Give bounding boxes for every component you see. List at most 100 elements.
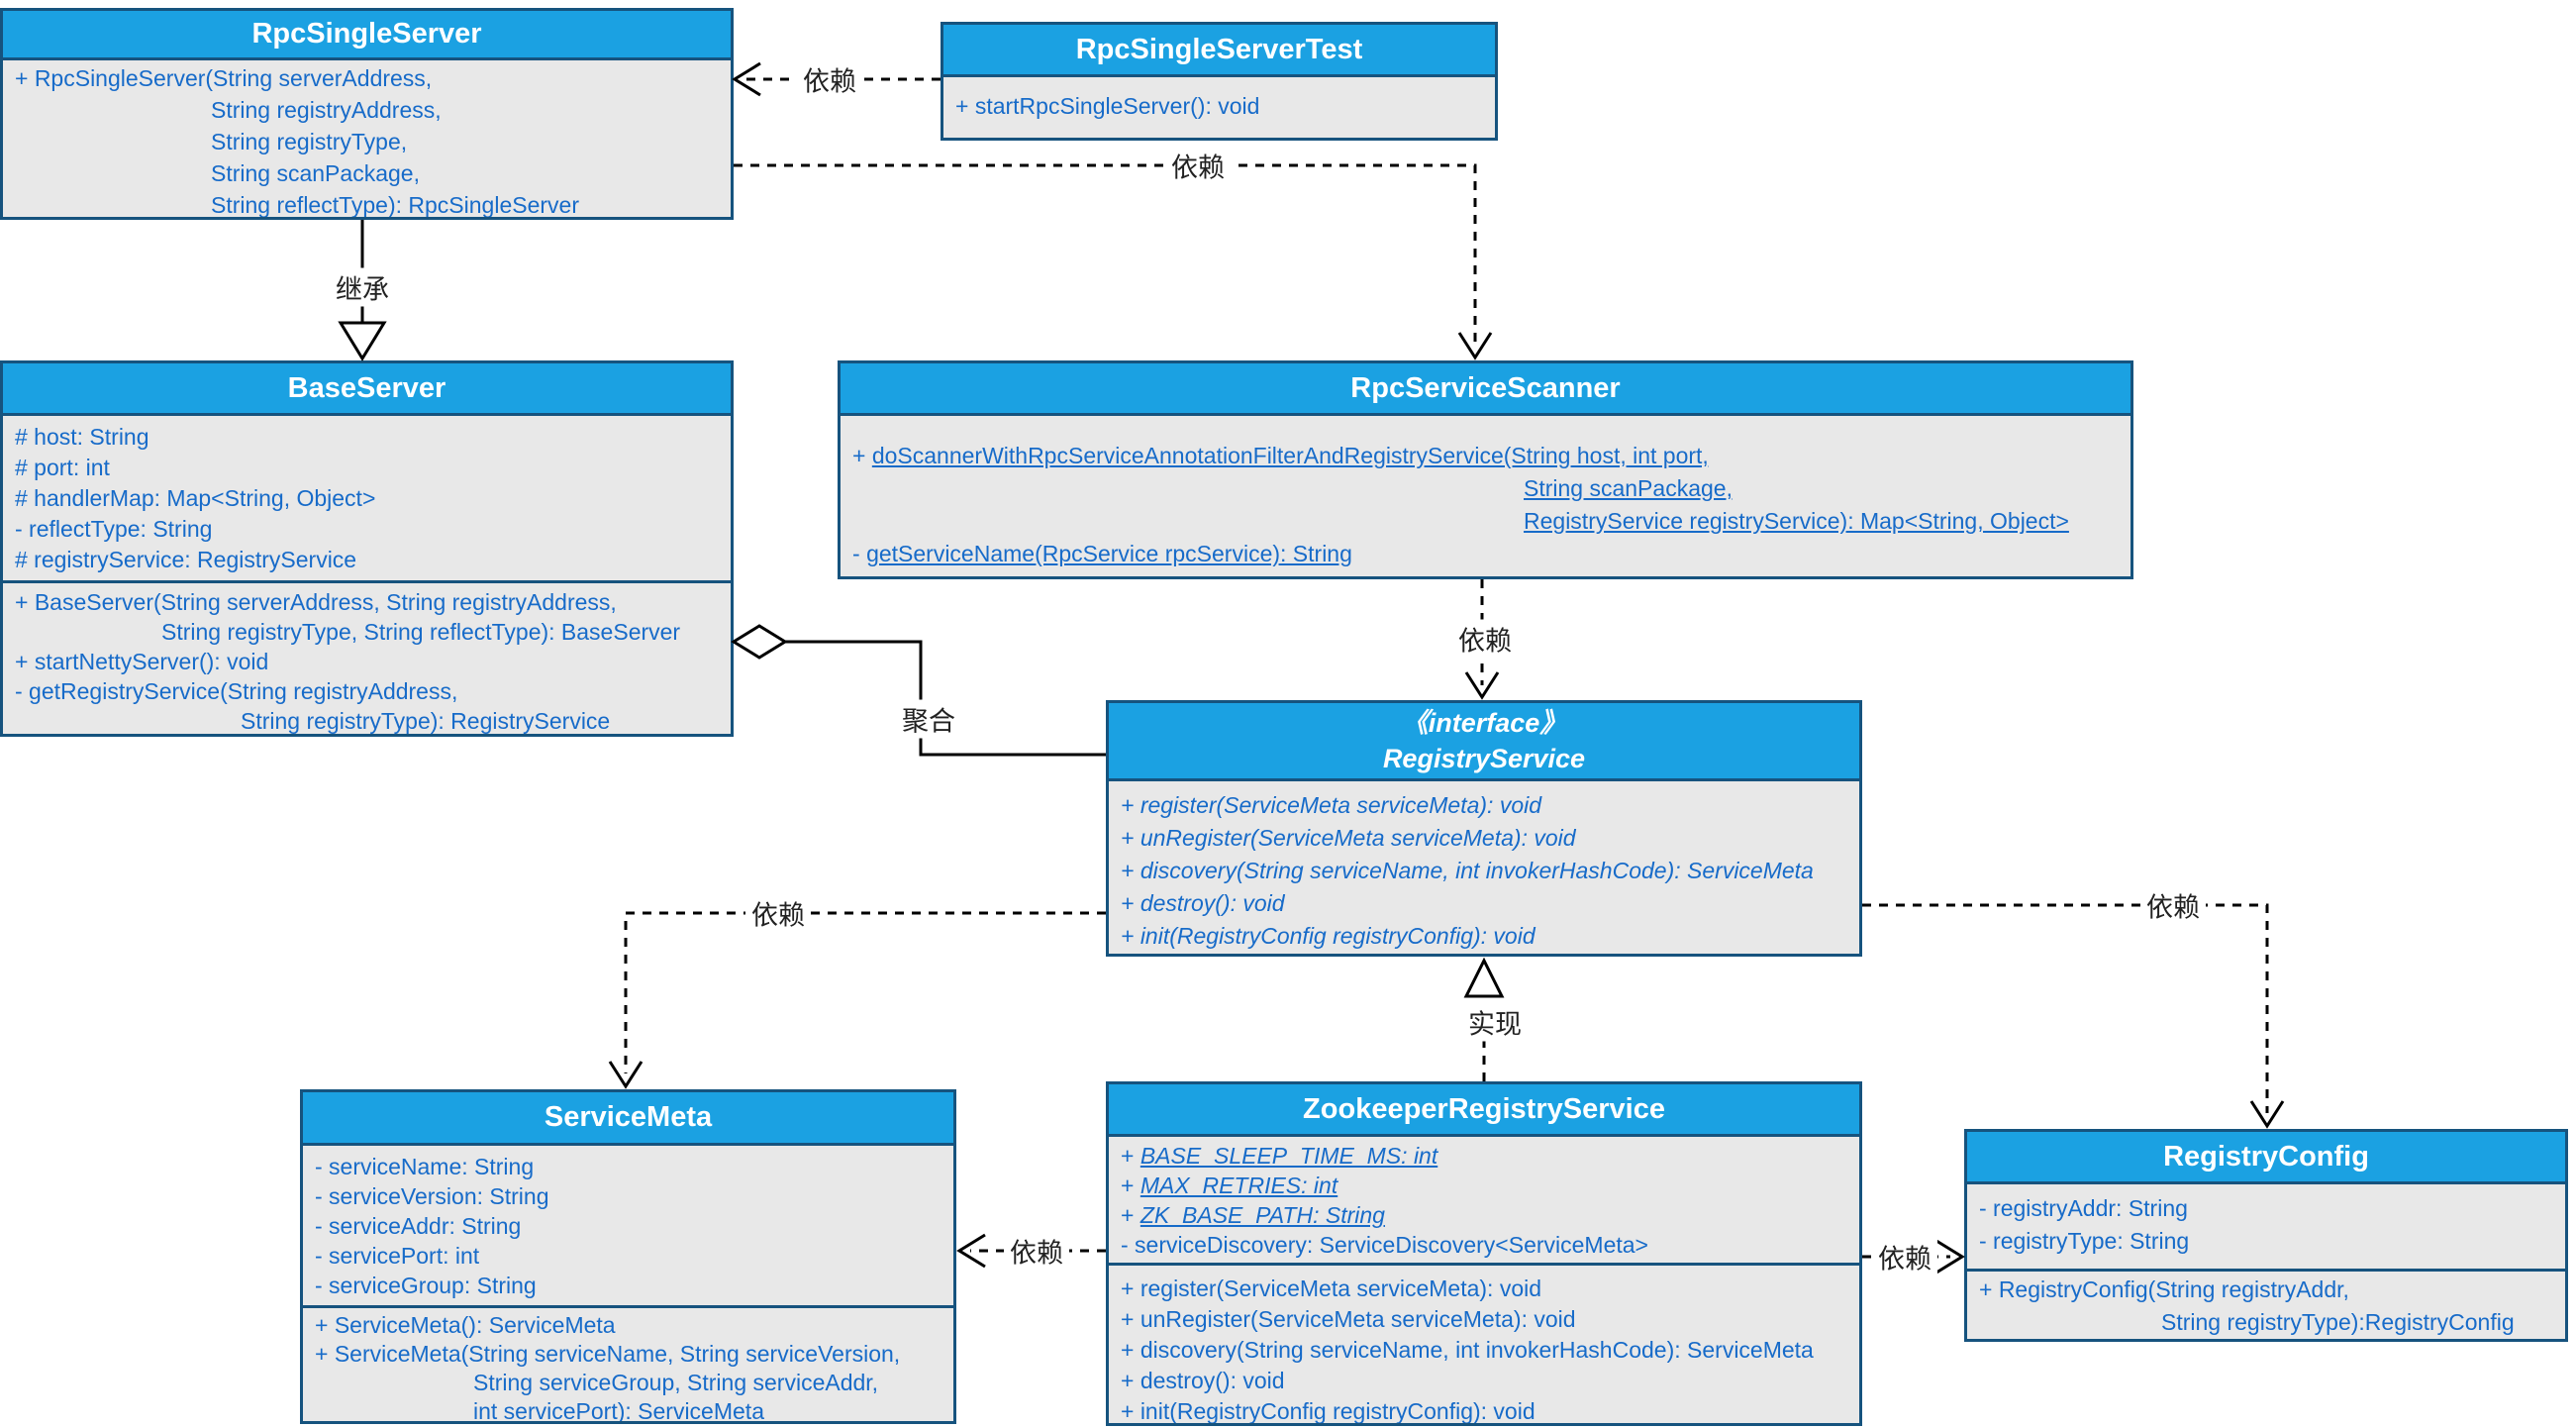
method-row: String registryType):RegistryConfig: [2161, 1309, 2515, 1335]
field-row: - registryType: String: [1979, 1228, 2190, 1254]
fields-section: # host: String # port: int # handlerMap:…: [3, 416, 731, 580]
methods-section: + BaseServer(String serverAddress, Strin…: [3, 580, 731, 734]
relation-label-dependency: 依赖: [2140, 885, 2206, 925]
field-row: # handlerMap: Map<String, Object>: [15, 485, 376, 511]
method-row: String registryAddress,: [211, 97, 442, 123]
class-base-server: BaseServer # host: String # port: int # …: [0, 360, 734, 737]
open-arrow-icon: [2249, 1100, 2285, 1129]
relation-label-dependency: 依赖: [745, 893, 811, 933]
field-row: + MAX_RETRIES: int: [1121, 1173, 1338, 1198]
method-row: + destroy(): void: [1121, 890, 1285, 916]
method-row: + doScannerWithRpcServiceAnnotationFilte…: [852, 443, 1709, 468]
hollow-triangle-icon: [1463, 957, 1505, 998]
method-row: + ServiceMeta(String serviceName, String…: [315, 1341, 901, 1367]
class-service-meta: ServiceMeta - serviceName: String - serv…: [300, 1089, 956, 1424]
field-row: + ZK_BASE_PATH: String: [1121, 1202, 1385, 1228]
methods-section: + doScannerWithRpcServiceAnnotationFilte…: [841, 416, 2130, 576]
method-row: RegistryService registryService): Map<St…: [1524, 508, 2069, 534]
method-row: + ServiceMeta(): ServiceMeta: [315, 1312, 616, 1338]
class-title: RpcSingleServer: [3, 11, 731, 60]
method-row: + destroy(): void: [1121, 1368, 1285, 1393]
interface-stereotype: 《interface》: [1401, 708, 1567, 738]
field-row: # host: String: [15, 424, 149, 450]
field-row: - reflectType: String: [15, 516, 213, 542]
class-title: ServiceMeta: [303, 1092, 953, 1146]
method-row: String scanPackage,: [211, 160, 420, 186]
method-row: - getRegistryService(String registryAddr…: [15, 678, 458, 704]
class-rpc-single-server: RpcSingleServer + RpcSingleServer(String…: [0, 8, 734, 220]
method-row: + startNettyServer(): void: [15, 649, 269, 674]
field-row: - serviceAddr: String: [315, 1213, 522, 1239]
open-arrow-icon: [1457, 332, 1493, 360]
aggregation-baseserver-registryservice: [731, 624, 1106, 757]
relation-label-aggregation: 聚合: [896, 699, 961, 739]
dependency-registryservice-to-servicemeta: [608, 911, 1106, 1089]
method-row: + register(ServiceMeta serviceMeta): voi…: [1121, 792, 1542, 818]
fields-section: - registryAddr: String - registryType: S…: [1967, 1184, 2565, 1269]
open-arrow-icon: [956, 1233, 986, 1269]
method-row: String registryType, String reflectType)…: [161, 619, 681, 645]
methods-section: + RpcSingleServer(String serverAddress, …: [3, 60, 731, 217]
open-arrow-icon: [1935, 1239, 1965, 1275]
class-zookeeper-registry-service: ZookeeperRegistryService + BASE_SLEEP_TI…: [1106, 1081, 1862, 1426]
fields-section: + BASE_SLEEP_TIME_MS: int + MAX_RETRIES:…: [1109, 1137, 1859, 1263]
method-row: int servicePort): ServiceMeta: [473, 1398, 764, 1421]
method-row: String registryType): RegistryService: [241, 708, 611, 734]
field-row: - serviceGroup: String: [315, 1273, 537, 1298]
method-row: + register(ServiceMeta serviceMeta): voi…: [1121, 1275, 1542, 1301]
relation-label-dependency: 依赖: [797, 59, 862, 99]
class-registry-config: RegistryConfig - registryAddr: String - …: [1964, 1129, 2568, 1342]
class-title: 《interface》 RegistryService: [1109, 703, 1859, 781]
class-title: BaseServer: [3, 363, 731, 416]
methods-section: + register(ServiceMeta serviceMeta): voi…: [1109, 1263, 1859, 1423]
method-row: String registryType,: [211, 129, 408, 154]
field-row: - serviceDiscovery: ServiceDiscovery<Ser…: [1121, 1232, 1648, 1258]
method-row: + unRegister(ServiceMeta serviceMeta): v…: [1121, 825, 1576, 851]
method-row: + discovery(String serviceName, int invo…: [1121, 1337, 1814, 1363]
methods-section: + register(ServiceMeta serviceMeta): voi…: [1109, 781, 1859, 954]
method-row: + BaseServer(String serverAddress, Strin…: [15, 589, 617, 615]
open-arrow-icon: [1464, 671, 1500, 700]
class-title: RpcSingleServerTest: [943, 25, 1495, 77]
field-row: # registryService: RegistryService: [15, 547, 357, 572]
relation-label-realization: 实现: [1462, 1002, 1528, 1042]
field-row: - serviceName: String: [315, 1154, 535, 1179]
relation-label-dependency: 依赖: [1872, 1237, 1937, 1276]
methods-section: + RegistryConfig(String registryAddr, St…: [1967, 1269, 2565, 1339]
method-row: + init(RegistryConfig registryConfig): v…: [1121, 1398, 1536, 1423]
class-title: RegistryConfig: [1967, 1132, 2565, 1184]
dependency-test-to-rpcsingleserver: [732, 61, 941, 97]
fields-section: - serviceName: String - serviceVersion: …: [303, 1146, 953, 1305]
class-rpc-service-scanner: RpcServiceScanner + doScannerWithRpcServ…: [838, 360, 2133, 579]
field-row: - servicePort: int: [315, 1243, 480, 1269]
method-row: + RegistryConfig(String registryAddr,: [1979, 1276, 2349, 1302]
method-row: - getServiceName(RpcService rpcService):…: [852, 541, 1352, 566]
class-rpc-single-server-test: RpcSingleServerTest + startRpcSingleServ…: [941, 22, 1498, 141]
hollow-triangle-icon: [338, 321, 387, 361]
hollow-diamond-icon: [731, 624, 788, 660]
class-title: RpcServiceScanner: [841, 363, 2130, 416]
method-row: String serviceGroup, String serviceAddr,: [473, 1370, 879, 1395]
method-row: + discovery(String serviceName, int invo…: [1121, 858, 1814, 883]
relation-label-inheritance: 继承: [330, 267, 395, 307]
relation-label-dependency: 依赖: [1004, 1231, 1069, 1271]
method-row: + startRpcSingleServer(): void: [955, 93, 1260, 119]
methods-section: + startRpcSingleServer(): void: [943, 77, 1495, 138]
open-arrow-icon: [608, 1061, 644, 1089]
interface-name: RegistryService: [1382, 744, 1586, 773]
methods-section: + ServiceMeta(): ServiceMeta + ServiceMe…: [303, 1305, 953, 1421]
method-row: + unRegister(ServiceMeta serviceMeta): v…: [1121, 1306, 1576, 1332]
relation-label-dependency: 依赖: [1165, 146, 1231, 185]
method-row: String scanPackage,: [1524, 475, 1733, 501]
field-row: + BASE_SLEEP_TIME_MS: int: [1121, 1143, 1438, 1169]
field-row: # port: int: [15, 455, 110, 480]
method-row: String reflectType): RpcSingleServer: [211, 192, 579, 217]
field-row: - serviceVersion: String: [315, 1183, 549, 1209]
open-arrow-icon: [732, 61, 761, 97]
class-registry-service-interface: 《interface》 RegistryService + register(S…: [1106, 700, 1862, 957]
method-row: + RpcSingleServer(String serverAddress,: [15, 65, 433, 91]
dependency-rpcsingleserver-to-scanner: [734, 163, 1493, 360]
dependency-registryservice-to-registryconfig: [1862, 903, 2285, 1129]
